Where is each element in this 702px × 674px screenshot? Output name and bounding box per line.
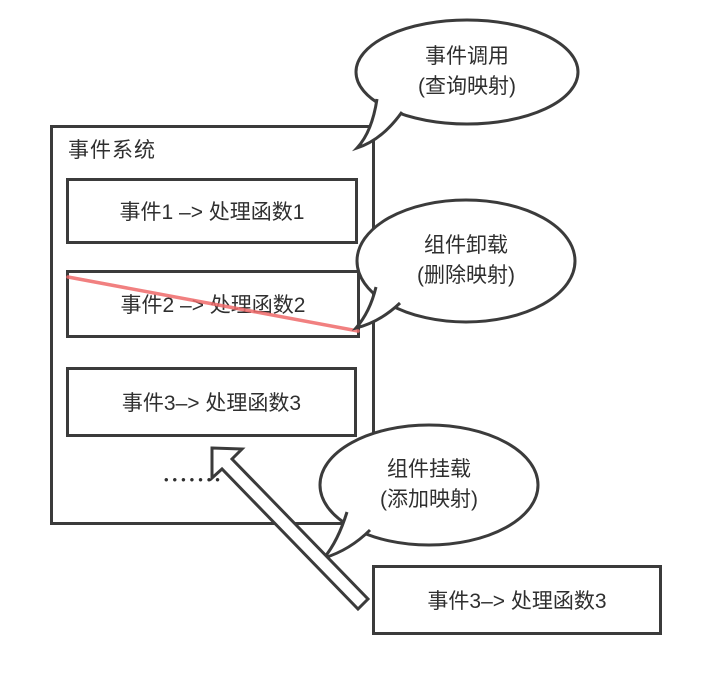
mapping-box-3: 事件3–> 处理函数3 [66, 367, 357, 437]
detached-mapping-box: 事件3–> 处理函数3 [372, 565, 662, 635]
mapping-label-2: 事件2 –> 处理函数2 [120, 294, 306, 317]
mapping-label-1: 事件1 –> 处理函数1 [119, 201, 305, 224]
mapping-box-1: 事件1 –> 处理函数1 [66, 178, 358, 244]
callout-invoke-line2: (查询映射) [418, 75, 516, 98]
callout-invoke-line1: 事件调用 [425, 45, 509, 68]
mapping-box-2-removed: 事件2 –> 处理函数2 [66, 270, 360, 338]
callout-text-unmount: 组件卸载 (删除映射) [346, 231, 586, 291]
callout-mount-line2: (添加映射) [380, 488, 478, 511]
mapping-label-3: 事件3–> 处理函数3 [121, 392, 302, 415]
ellipsis-dots: ••••••• [164, 472, 224, 487]
callout-text-mount: 组件挂载 (添加映射) [309, 455, 549, 515]
event-system-title: 事件系统 [68, 139, 156, 162]
callout-unmount-line2: (删除映射) [417, 264, 515, 287]
detached-mapping-label: 事件3–> 处理函数3 [427, 590, 607, 613]
callout-unmount-line1: 组件卸载 [424, 234, 508, 257]
callout-mount-line1: 组件挂载 [387, 458, 471, 481]
callout-text-invoke: 事件调用 (查询映射) [347, 42, 587, 102]
